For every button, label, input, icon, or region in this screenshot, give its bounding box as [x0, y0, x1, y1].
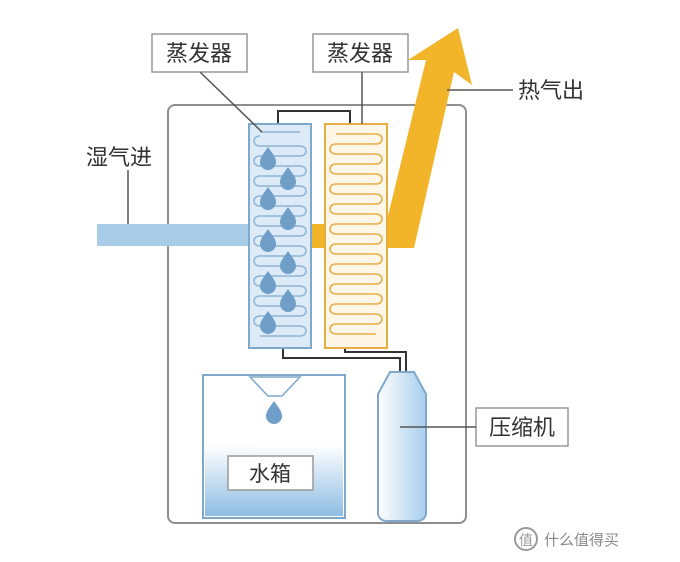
water-tank-label: 水箱 [249, 462, 291, 486]
evaporator-left [248, 123, 312, 349]
evaporator-right [324, 123, 388, 349]
condenser-coil [329, 133, 383, 335]
evaporator-left-leader [199, 71, 263, 133]
compressor-label: 压缩机 [489, 416, 555, 441]
watermark: 值 什么值得买 [514, 527, 619, 551]
hot-air-out-arrow [308, 28, 472, 248]
water-tank: 水箱 [202, 374, 346, 519]
evaporator-right-label: 蒸发器 [327, 42, 393, 67]
humid-air-in-label: 湿气进 [86, 146, 152, 171]
humid-air-in-arrow [97, 224, 249, 246]
evaporator-left-label-box [151, 33, 248, 73]
watermark-logo-glyph: 值 [519, 533, 533, 549]
hot-air-out-label: 热气出 [518, 79, 584, 104]
evaporator-right-label-box [312, 33, 409, 73]
watermark-logo-icon [514, 527, 538, 551]
evaporator-coil [253, 131, 307, 337]
watermark-text: 什么值得买 [544, 531, 619, 549]
water-tank-label-box [227, 455, 314, 491]
compressor [377, 371, 427, 522]
evaporator-left-label: 蒸发器 [166, 42, 232, 67]
